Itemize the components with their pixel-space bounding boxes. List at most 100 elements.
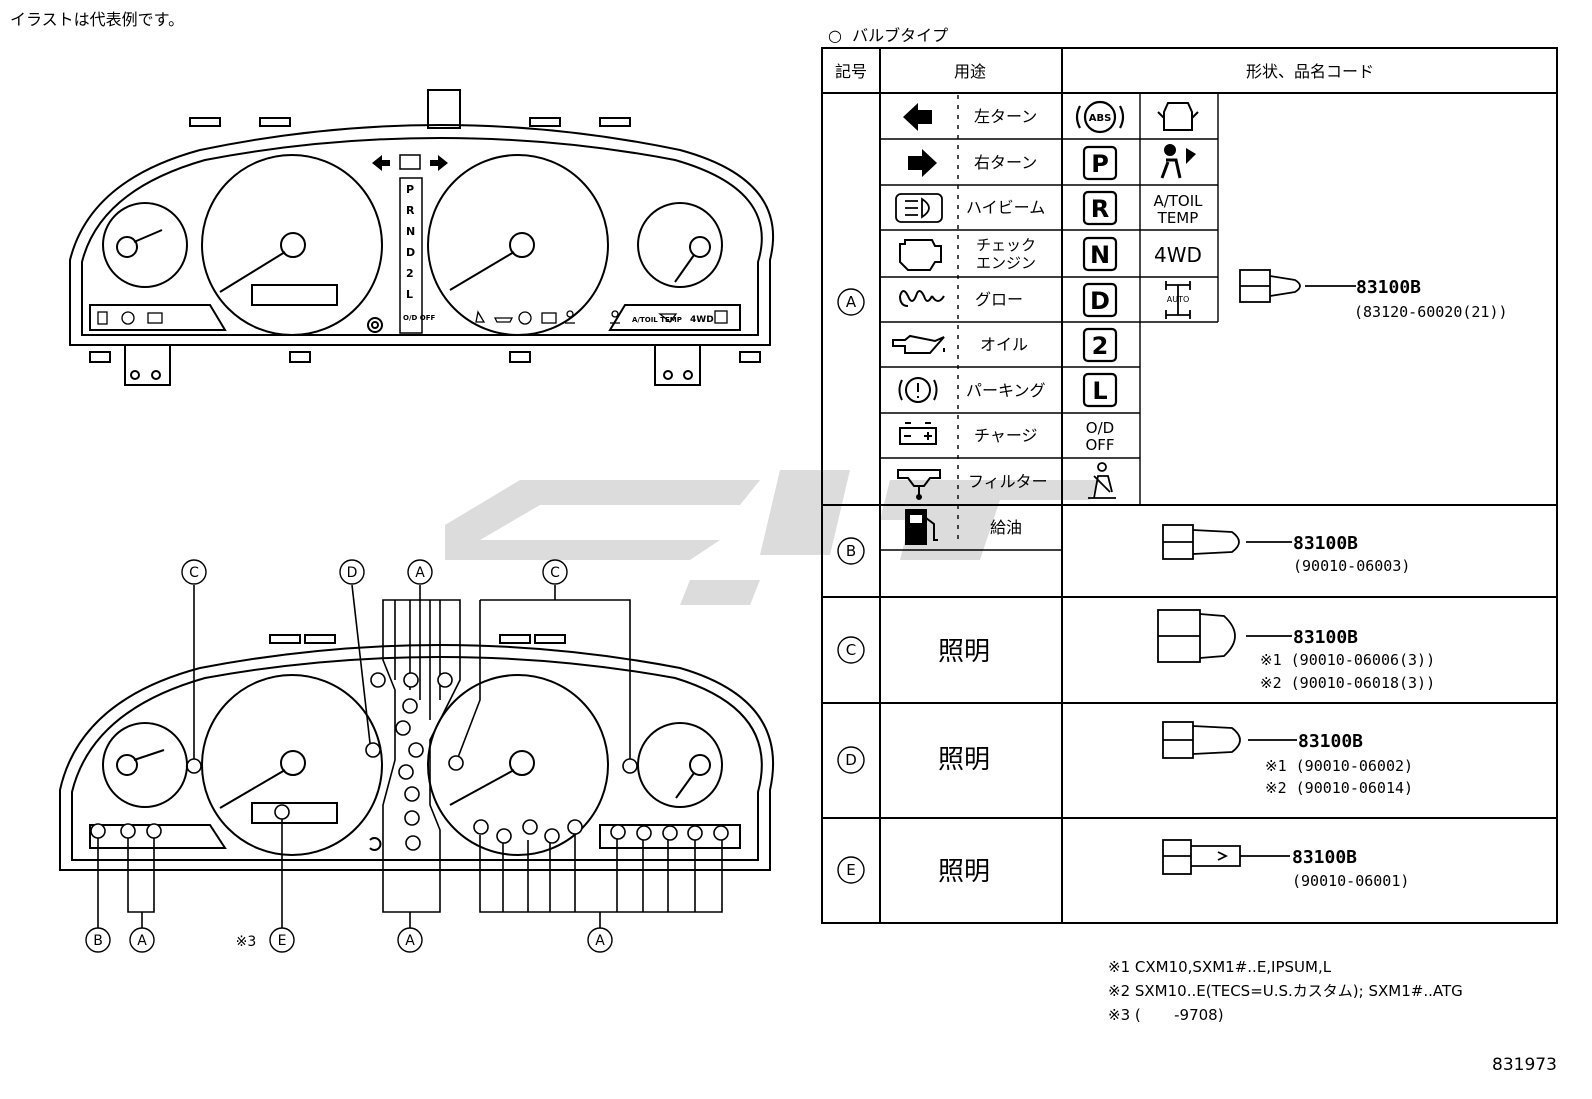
- footnote-1: ※1 CXM10,SXM1#..E,IPSUM,L: [1108, 958, 1332, 976]
- part-b-sub: (90010-06003): [1293, 557, 1410, 575]
- seatbelt-icon: [1088, 462, 1116, 499]
- indicator-column-2: [1157, 102, 1199, 319]
- ind-d: D: [1090, 287, 1110, 315]
- ind-2: 2: [1092, 332, 1109, 360]
- turn-right-icon: [908, 149, 937, 177]
- use-charge: チャージ: [974, 426, 1038, 445]
- callouts: [85, 559, 613, 953]
- use-illumination-c: 照明: [938, 637, 990, 667]
- header-shape-code: 形状、品名コード: [1246, 62, 1374, 81]
- turn-left-icon: [903, 103, 932, 131]
- parking-brake-icon: [898, 377, 938, 403]
- gear-l: L: [406, 288, 413, 301]
- use-illumination-e: 照明: [938, 857, 990, 887]
- fuel-filter-icon: [897, 469, 941, 500]
- page-number: 831973: [1492, 1055, 1557, 1075]
- bulb-table: [821, 47, 1558, 924]
- legend-label: バルブタイプ: [852, 26, 949, 45]
- part-d-sub-2: ※2 (90010-06014): [1265, 779, 1413, 797]
- bulb-e-icon: [1162, 839, 1290, 875]
- auto-4wd-icon: [1165, 281, 1191, 319]
- callout-a-left: A: [137, 933, 147, 949]
- callout-b: B: [93, 933, 103, 949]
- use-glow: グロー: [975, 290, 1023, 309]
- part-c: 83100B: [1293, 627, 1358, 648]
- callout-c-right: C: [550, 565, 560, 581]
- symbol-c: C: [846, 641, 856, 659]
- gear-od-off: O/D OFF: [403, 314, 435, 322]
- oil-can-icon: [892, 334, 945, 354]
- gear-2: 2: [406, 267, 414, 280]
- ind-n: N: [1090, 241, 1110, 269]
- symbol-d: D: [845, 751, 857, 769]
- glow-plug-icon: [899, 290, 945, 307]
- part-c-sub-1: ※1 (90010-06006(3)): [1260, 651, 1435, 669]
- part-d: 83100B: [1298, 731, 1363, 752]
- ind-l: L: [1092, 377, 1107, 405]
- top-gear-letters: P R N D 2 L O/D OFF A/TOIL TEMP 4WD: [403, 183, 714, 325]
- use-left-turn: 左ターン: [974, 107, 1037, 126]
- callout-c-left: C: [189, 565, 199, 581]
- top-warning-icons: [97, 310, 728, 325]
- fuel-pump-icon: [905, 509, 938, 545]
- callout-d: D: [347, 565, 358, 581]
- bulb-b-icon: [1162, 524, 1292, 560]
- symbol-b: B: [846, 542, 856, 560]
- ind-p: P: [1091, 150, 1109, 178]
- part-e-sub: (90010-06001): [1292, 872, 1409, 890]
- use-icons: [892, 103, 945, 545]
- use-refuel: 給油: [990, 518, 1022, 537]
- use-filter: フィルター: [968, 472, 1048, 491]
- high-beam-icon: [895, 193, 943, 223]
- check-engine-icon: [899, 239, 942, 271]
- indicator-column-1: [1075, 100, 1125, 499]
- footnote-2: ※2 SXM10..E(TECS=U.S.カスタム); SXM1#..ATG: [1108, 982, 1463, 1000]
- use-high-beam: ハイビーム: [966, 198, 1045, 217]
- use-check-engine: チェックエンジン: [976, 236, 1036, 272]
- gear-n: N: [406, 225, 415, 238]
- battery-icon: [899, 422, 937, 445]
- ind-abs: ABS: [1089, 113, 1112, 124]
- gear-r: R: [406, 204, 415, 217]
- ind-auto: AUTO: [1167, 295, 1190, 304]
- use-oil: オイル: [980, 335, 1028, 354]
- top-4wd: 4WD: [690, 315, 714, 325]
- part-c-sub-2: ※2 (90010-06018(3)): [1260, 674, 1435, 692]
- header-symbol: 記号: [835, 62, 867, 81]
- use-illumination-d: 照明: [938, 745, 990, 775]
- footnotes: ※1 CXM10,SXM1#..E,IPSUM,L ※2 SXM10..E(TE…: [1108, 955, 1463, 1027]
- footnote-3: ※3 ( -9708): [1108, 1006, 1224, 1024]
- legend-bulb-type: ○ バルブタイプ: [828, 26, 949, 45]
- ind-r: R: [1091, 195, 1109, 223]
- gear-d: D: [406, 246, 415, 259]
- part-a: 83100B: [1356, 277, 1421, 298]
- ind-4wd: 4WD: [1154, 243, 1202, 267]
- top-at-oil-temp: A/TOIL TEMP: [632, 316, 682, 324]
- gear-p: P: [406, 183, 414, 196]
- bulb-c-icon: [1157, 609, 1292, 663]
- symbol-a: A: [846, 293, 857, 311]
- symbol-e: E: [846, 861, 855, 879]
- part-e: 83100B: [1292, 847, 1357, 868]
- airbag-icon: [1160, 144, 1196, 179]
- callout-mark-3: ※3: [236, 934, 257, 950]
- bulb-socket-markers: [90, 584, 729, 930]
- use-parking: パーキング: [966, 381, 1046, 400]
- door-icon: [1157, 102, 1199, 131]
- top-instrument-cluster: [69, 89, 775, 386]
- header-use: 用途: [954, 62, 986, 81]
- bulb-a-icon: [1239, 269, 1356, 303]
- illustration-note: イラストは代表例です。: [10, 10, 185, 29]
- callout-e: E: [278, 933, 287, 949]
- bulb-d-icon: [1162, 721, 1297, 759]
- part-d-sub-1: ※1 (90010-06002): [1265, 757, 1413, 775]
- part-b: 83100B: [1293, 533, 1358, 554]
- part-a-sub: (83120-60020(21)): [1354, 303, 1508, 321]
- callout-a-right: A: [595, 933, 605, 949]
- use-right-turn: 右ターン: [974, 153, 1037, 172]
- callout-a-center: A: [405, 933, 415, 949]
- callout-a-top: A: [415, 565, 425, 581]
